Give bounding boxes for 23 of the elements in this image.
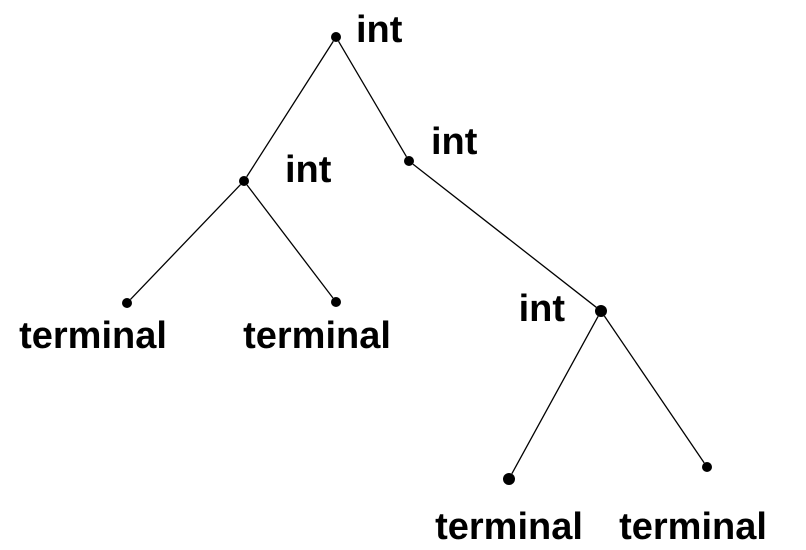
node-label: terminal (243, 316, 391, 356)
tree-node-dot (503, 473, 515, 485)
tree-node-dot (239, 176, 249, 186)
tree-branch-line (246, 40, 334, 178)
node-label: int (518, 289, 565, 329)
tree-branch-line (412, 164, 597, 308)
node-label: terminal (435, 507, 583, 547)
tree-branch-line (246, 184, 334, 298)
tree-node-dot (331, 297, 341, 307)
tree-branch-line (511, 316, 599, 474)
tree-branch-line (338, 40, 408, 158)
node-label: terminal (619, 507, 767, 547)
node-label: int (431, 122, 478, 162)
node-label: terminal (19, 316, 167, 356)
tree-node-dot (404, 156, 414, 166)
tree-node-dot (122, 298, 132, 308)
tree-branch-line (604, 316, 705, 464)
tree-node-dot (331, 32, 341, 42)
node-label: int (356, 10, 402, 50)
tree-node-dot (702, 462, 712, 472)
tree-branch-line (130, 184, 241, 300)
node-label: int (285, 150, 332, 190)
tree-node-dot (595, 305, 607, 317)
